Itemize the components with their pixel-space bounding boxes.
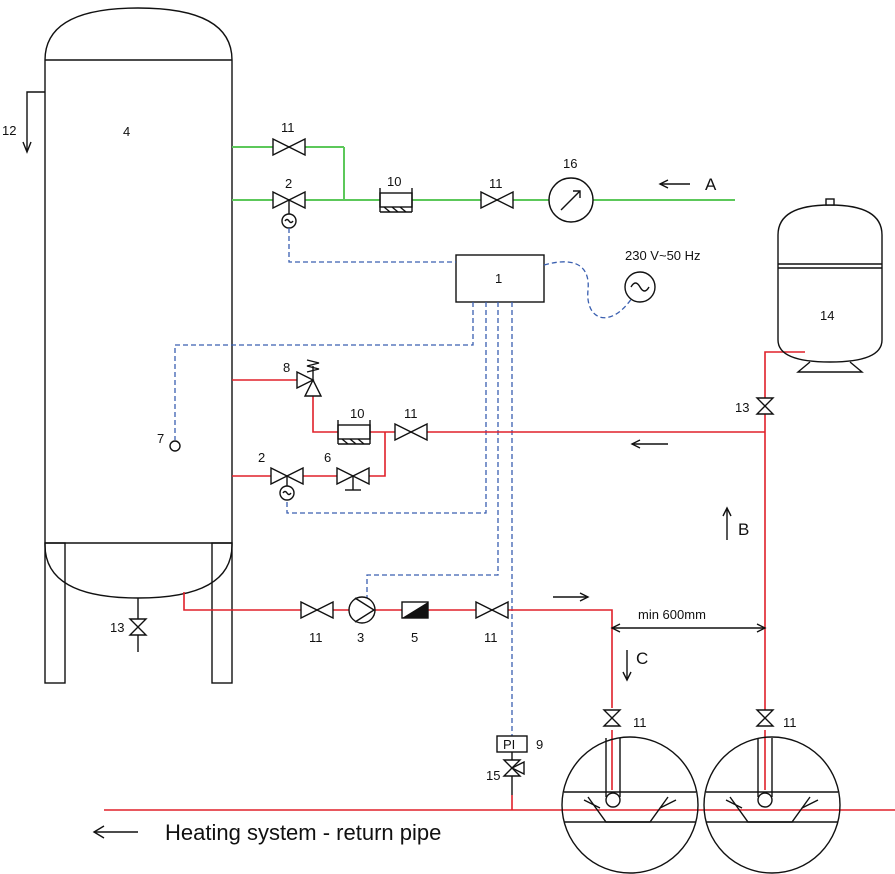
caption-arrow	[92, 825, 138, 839]
heating-lines	[104, 351, 895, 811]
controller-label: 1	[495, 271, 502, 286]
arrow-a	[658, 179, 690, 189]
arrow-c	[622, 650, 632, 682]
arrow-c-label: C	[636, 649, 648, 668]
filter-heating	[337, 420, 371, 445]
storage-tank	[44, 7, 233, 684]
pump-3-label: 3	[357, 630, 364, 645]
valve-11-supply-label: 11	[489, 176, 503, 191]
arrow-b	[722, 506, 732, 540]
valve-11-heating-label: 11	[404, 406, 418, 421]
pipe-12-label: 12	[2, 123, 16, 138]
dimension-label: min 600mm	[638, 607, 706, 622]
signal-lines	[174, 228, 633, 737]
gate-valve-pump-right	[475, 600, 509, 620]
temperature-sensor	[169, 440, 181, 452]
return-arrow	[630, 439, 668, 449]
arrow-b-label: B	[738, 520, 749, 539]
solenoid-2-supply-label: 2	[285, 176, 292, 191]
manual-valve-6	[336, 466, 370, 491]
gate-valve-supply	[480, 190, 514, 210]
valve-11-pump-right-label: 11	[484, 630, 498, 645]
sensor-7-label: 7	[157, 431, 164, 446]
supply-line	[232, 146, 735, 201]
valve-6-label: 6	[324, 450, 331, 465]
caption: Heating system - return pipe	[165, 820, 441, 845]
filter-10-heating-label: 10	[350, 406, 364, 421]
valve-15	[502, 752, 525, 795]
gate-valve-branch-right	[755, 709, 775, 727]
controller-box	[455, 254, 545, 303]
vessel-valve-13-label: 13	[735, 400, 749, 415]
tank-label: 4	[123, 124, 130, 139]
pi-box-label: PI	[503, 737, 515, 752]
gate-valve-heating	[394, 422, 428, 442]
vessel-14-label: 14	[820, 308, 834, 323]
inlet-pipe-12	[22, 91, 45, 154]
expansion-vessel	[777, 198, 883, 373]
pipe-detail-left	[561, 736, 699, 874]
arrow-a-label: A	[705, 175, 717, 194]
valve-11-branch-left-label: 11	[633, 715, 647, 730]
gate-valve-pump-left	[300, 600, 334, 620]
circulation-pump	[348, 596, 376, 624]
check-valve	[401, 601, 429, 619]
valve-11-branch-right-label: 11	[783, 715, 797, 730]
drain-valve-13-label: 13	[110, 620, 124, 635]
filter-supply	[379, 188, 413, 213]
solenoid-valve-supply	[272, 190, 306, 229]
safety-8-label: 8	[283, 360, 290, 375]
drain-valve-13	[128, 598, 148, 652]
flow-arrow-right	[553, 592, 590, 602]
valve-11-upper-label: 11	[281, 120, 295, 135]
valve-15-label: 15	[486, 768, 500, 783]
solenoid-2-heating-label: 2	[258, 450, 265, 465]
safety-valve	[296, 359, 323, 397]
power-label: 230 V~50 Hz	[625, 248, 701, 263]
gate-valve-branch-left	[602, 709, 622, 727]
water-meter	[548, 177, 594, 223]
vessel-valve-13	[755, 397, 775, 415]
pipe-detail-right	[703, 736, 841, 874]
meter-16-label: 16	[563, 156, 577, 171]
filter-10-supply-label: 10	[387, 174, 401, 189]
power-source	[624, 271, 656, 303]
valve-11-pump-left-label: 11	[309, 630, 323, 645]
pi-9-label: 9	[536, 737, 543, 752]
gate-valve-upper	[272, 137, 306, 157]
check-5-label: 5	[411, 630, 418, 645]
solenoid-valve-heating	[270, 466, 304, 501]
dimension-line	[610, 623, 767, 633]
